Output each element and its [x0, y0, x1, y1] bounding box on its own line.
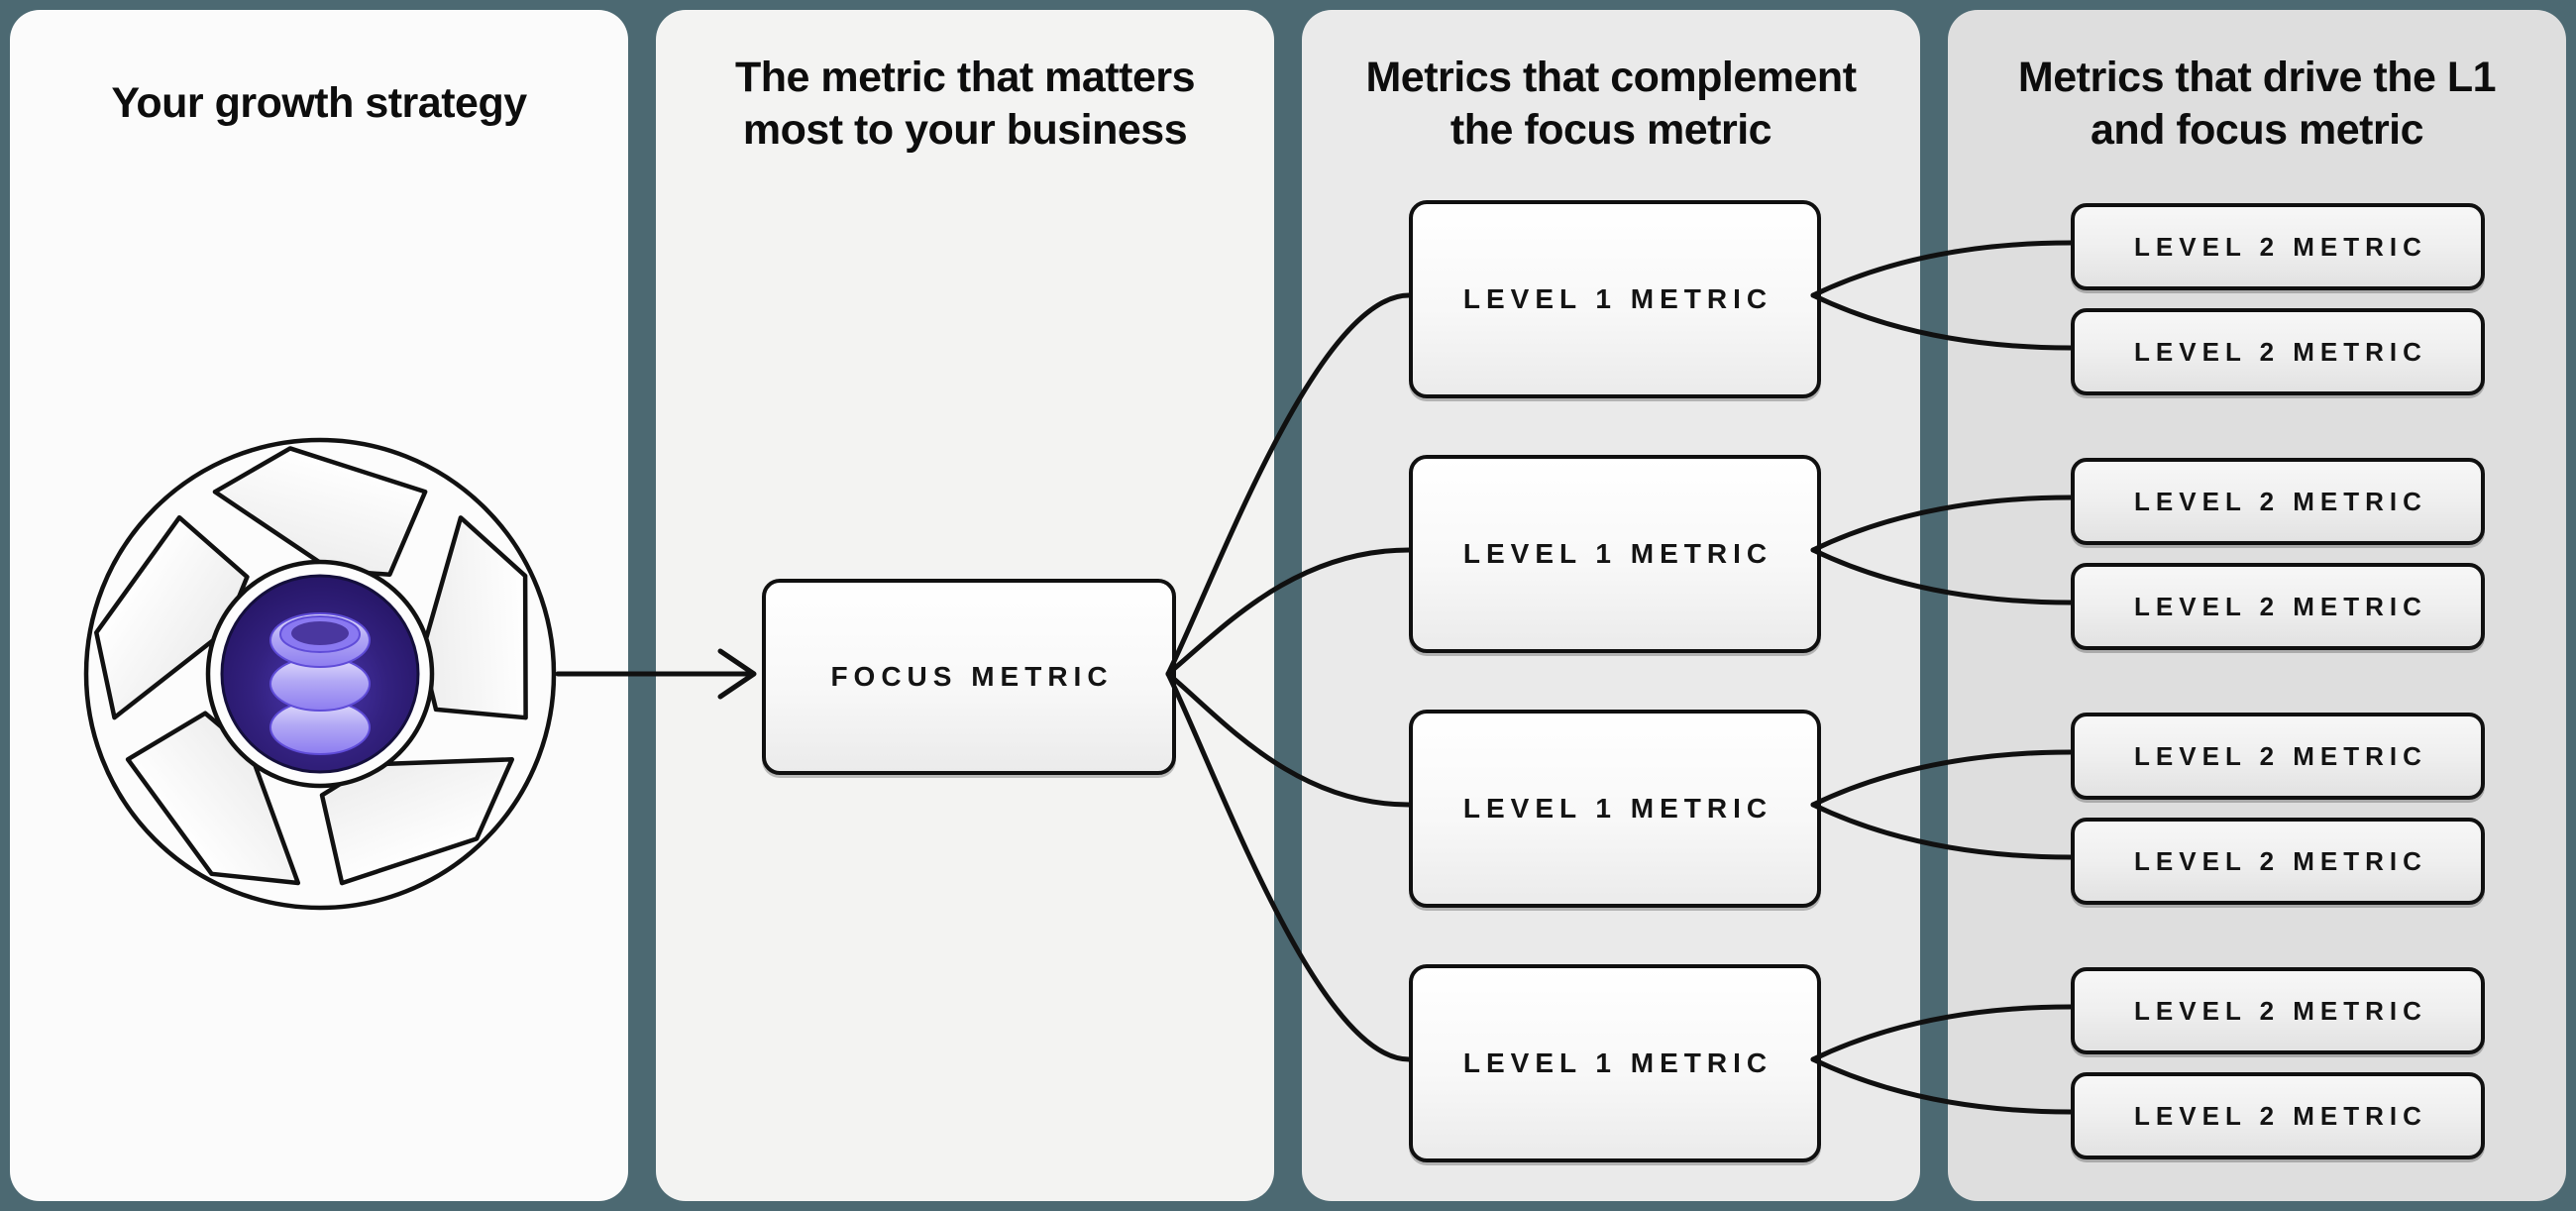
level2-metric-box: LEVEL 2 METRIC [2071, 1072, 2485, 1159]
level2-metric-label: LEVEL 2 METRIC [2134, 231, 2427, 262]
focus-metric-box: FOCUS METRIC [762, 579, 1176, 775]
focus-metric-label: FOCUS METRIC [830, 661, 1114, 692]
level2-metric-box: LEVEL 2 METRIC [2071, 458, 2485, 545]
database-icon [269, 612, 371, 755]
level2-metric-label: LEVEL 2 METRIC [2134, 740, 2427, 771]
level1-metric-label: LEVEL 1 METRIC [1462, 538, 1773, 569]
loop-blades [94, 446, 528, 886]
panel-level1-metrics-title: Metrics that complement the focus metric [1365, 54, 1857, 155]
level2-metric-box: LEVEL 2 METRIC [2071, 967, 2485, 1054]
panel-level1-metrics: Metrics that complement the focus metric… [1302, 10, 1920, 1201]
level2-metric-box: LEVEL 2 METRIC [2071, 203, 2485, 290]
level1-metric-box: LEVEL 1 METRIC [1409, 200, 1821, 398]
panel-focus-metric: The metric that matters most to your bus… [656, 10, 1274, 1201]
level1-metric-box: LEVEL 1 METRIC [1409, 710, 1821, 908]
panel-growth-strategy-title: Your growth strategy [111, 79, 527, 127]
level2-metric-box: LEVEL 2 METRIC [2071, 308, 2485, 395]
level2-metric-label: LEVEL 2 METRIC [2134, 486, 2427, 516]
panel-focus-metric-title: The metric that matters most to your bus… [734, 54, 1196, 155]
level1-metric-box: LEVEL 1 METRIC [1409, 455, 1821, 653]
panel-level2-metrics-title: Metrics that drive the L1 and focus metr… [2017, 54, 2497, 155]
level2-metric-box: LEVEL 2 METRIC [2071, 563, 2485, 650]
level2-metric-label: LEVEL 2 METRIC [2134, 845, 2427, 876]
level1-metric-label: LEVEL 1 METRIC [1462, 283, 1773, 314]
level2-metric-label: LEVEL 2 METRIC [2134, 591, 2427, 621]
level2-metric-box: LEVEL 2 METRIC [2071, 713, 2485, 800]
level1-metric-label: LEVEL 1 METRIC [1462, 1047, 1773, 1078]
panel-growth-strategy: Your growth strategy [10, 10, 628, 1201]
level2-metric-box: LEVEL 2 METRIC [2071, 818, 2485, 905]
level1-metric-label: LEVEL 1 METRIC [1462, 793, 1773, 824]
growth-loop-icon [83, 437, 557, 911]
level2-metric-label: LEVEL 2 METRIC [2134, 1100, 2427, 1131]
panel-level2-metrics: Metrics that drive the L1 and focus metr… [1948, 10, 2566, 1201]
level2-metric-label: LEVEL 2 METRIC [2134, 995, 2427, 1026]
level1-metric-box: LEVEL 1 METRIC [1409, 964, 1821, 1162]
level2-metric-label: LEVEL 2 METRIC [2134, 336, 2427, 367]
